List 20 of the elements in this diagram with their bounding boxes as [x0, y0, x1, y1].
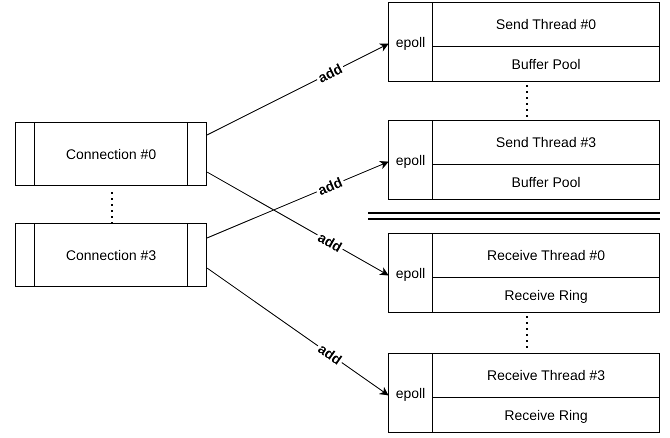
node-label: Receive Thread #3	[486, 367, 606, 384]
thread-box	[388, 353, 660, 433]
process-box	[15, 223, 207, 287]
node-label: Send Thread #0	[496, 16, 596, 33]
node-label: Buffer Pool	[511, 174, 580, 190]
node-label: epoll	[396, 34, 426, 50]
node-label: epoll	[396, 152, 426, 168]
node-label: Receive Thread #0	[486, 247, 606, 264]
node-label: Receive Ring	[504, 286, 588, 304]
process-box	[15, 122, 207, 186]
node-label: epoll	[396, 264, 426, 282]
node-label: Buffer Pool	[511, 56, 580, 72]
node-label: Connection #0	[66, 146, 156, 162]
node-label: Receive Ring	[504, 406, 588, 424]
thread-box	[388, 233, 660, 313]
node-label: Connection #3	[66, 246, 156, 264]
node-label: epoll	[396, 384, 426, 402]
thread-box	[388, 2, 660, 82]
thread-box	[388, 120, 660, 200]
node-label: Send Thread #3	[496, 134, 596, 151]
